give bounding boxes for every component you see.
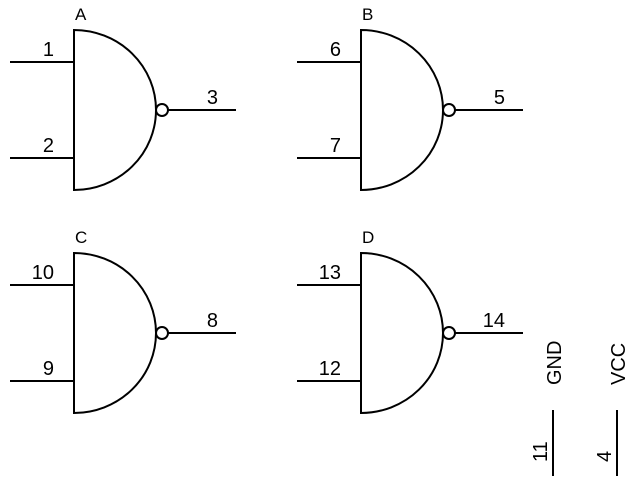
gate-label: B — [362, 5, 373, 24]
gate-body — [360, 28, 444, 192]
input-pin-label: 9 — [43, 358, 54, 380]
inverter-bubble — [442, 103, 456, 117]
power-pin-gnd: GND 11 — [530, 341, 566, 476]
output-pin-label: 8 — [207, 310, 218, 332]
nand-gate-b: B 6 7 5 — [297, 5, 523, 192]
nand-gate-d: D 13 12 14 — [297, 228, 523, 415]
inverter-bubble — [442, 326, 456, 340]
input-pin-label: 6 — [330, 39, 341, 61]
nand-gate-c: C 10 9 8 — [10, 228, 236, 415]
input-pin-label: 13 — [319, 262, 341, 284]
power-label: GND — [544, 341, 566, 385]
input-pin-label: 1 — [43, 39, 54, 61]
gate-label: D — [362, 228, 374, 247]
output-pin-label: 5 — [494, 87, 505, 109]
input-pin-label: 2 — [43, 135, 54, 157]
output-pin-label: 3 — [207, 87, 218, 109]
gate-body — [73, 28, 157, 192]
power-pin-number: 4 — [594, 451, 616, 462]
nand-gate-a: A 1 2 3 — [10, 5, 236, 192]
input-pin-label: 7 — [330, 135, 341, 157]
input-pin-label: 10 — [32, 262, 54, 284]
gate-body — [73, 251, 157, 415]
gate-label: C — [75, 228, 87, 247]
power-pin-vcc: VCC 4 — [594, 343, 630, 476]
output-pin-label: 14 — [483, 310, 505, 332]
power-label: VCC — [608, 343, 630, 385]
inverter-bubble — [155, 103, 169, 117]
power-pin-number: 11 — [530, 441, 552, 462]
gate-label: A — [75, 5, 87, 24]
gate-body — [360, 251, 444, 415]
inverter-bubble — [155, 326, 169, 340]
input-pin-label: 12 — [319, 358, 341, 380]
